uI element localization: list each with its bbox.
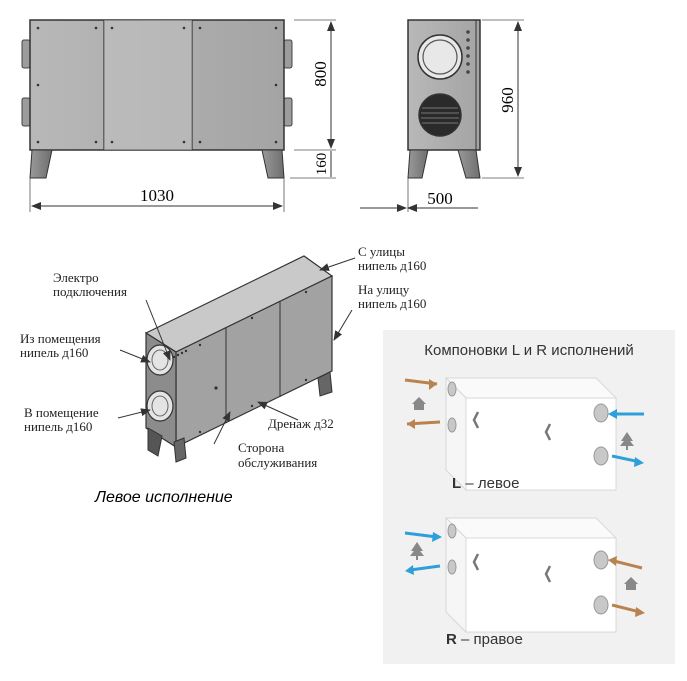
iso-leg-3 <box>317 371 333 397</box>
r-warm-arrow-in <box>613 559 643 570</box>
dim-depth-label: 500 <box>427 189 453 208</box>
label-service-side-1: Сторона <box>238 440 284 455</box>
house-icon <box>412 397 426 410</box>
label-service-side-2: обслуживания <box>238 455 317 470</box>
label-street-intake-1: С улицы <box>358 244 405 259</box>
front-view: 1030 800 160 <box>21 19 336 212</box>
side-view: 500 960 <box>360 19 524 212</box>
caption-left-version: Левое исполнение <box>94 489 233 506</box>
front-left-stub-top <box>21 39 31 69</box>
layout-l-caption: L – левое <box>452 475 519 492</box>
label-room-exhaust-2: нипель д160 <box>20 345 88 360</box>
label-room-supply-1: В помещение <box>24 405 99 420</box>
label-street-intake-2: нипель д160 <box>358 258 426 273</box>
front-left-stub-bottom <box>21 97 31 127</box>
label-room-supply-2: нипель д160 <box>24 419 92 434</box>
side-leg-right <box>457 149 481 179</box>
r-cold-arrow-in <box>404 531 438 539</box>
isometric-view <box>144 255 334 463</box>
dim-total-height-label: 960 <box>498 87 517 113</box>
front-right-stub-bottom <box>283 97 293 127</box>
layouts-panel-title: Компоновки L и R исполнений <box>424 342 634 359</box>
dim-length-label: 1030 <box>140 186 174 205</box>
label-street-exhaust-2: нипель д160 <box>358 296 426 311</box>
iso-duct-lower <box>146 390 174 422</box>
side-lower-duct <box>418 93 462 137</box>
tree-icon <box>620 432 634 450</box>
label-room-exhaust-1: Из помещения <box>20 331 101 346</box>
callout-leaders <box>117 257 356 445</box>
layout-r-unit <box>444 516 618 634</box>
front-leg-right <box>261 149 285 179</box>
layout-l-unit <box>444 376 618 492</box>
layouts-panel: Компоновки L и R исполнений L – л <box>383 330 675 664</box>
house-icon <box>624 577 638 590</box>
label-street-exhaust-1: На улицу <box>358 282 410 297</box>
iso-leg-1 <box>147 427 163 457</box>
front-right-stub-top <box>283 39 293 69</box>
layout-r-caption: R – правое <box>446 631 523 648</box>
r-cold-arrow-out <box>409 564 441 572</box>
side-leg-left <box>407 149 429 179</box>
tree-icon <box>410 542 424 560</box>
label-electric-1: Электро <box>53 270 99 285</box>
label-drain: Дренаж д32 <box>268 416 334 431</box>
front-leg-left <box>29 149 53 179</box>
label-electric-2: подключения <box>53 284 127 299</box>
dim-body-height-label: 800 <box>311 61 330 87</box>
r-warm-arrow-out <box>611 603 641 614</box>
side-upper-duct <box>417 34 463 80</box>
iso-leg-2 <box>173 437 187 463</box>
dim-leg-height-label: 160 <box>314 153 330 176</box>
